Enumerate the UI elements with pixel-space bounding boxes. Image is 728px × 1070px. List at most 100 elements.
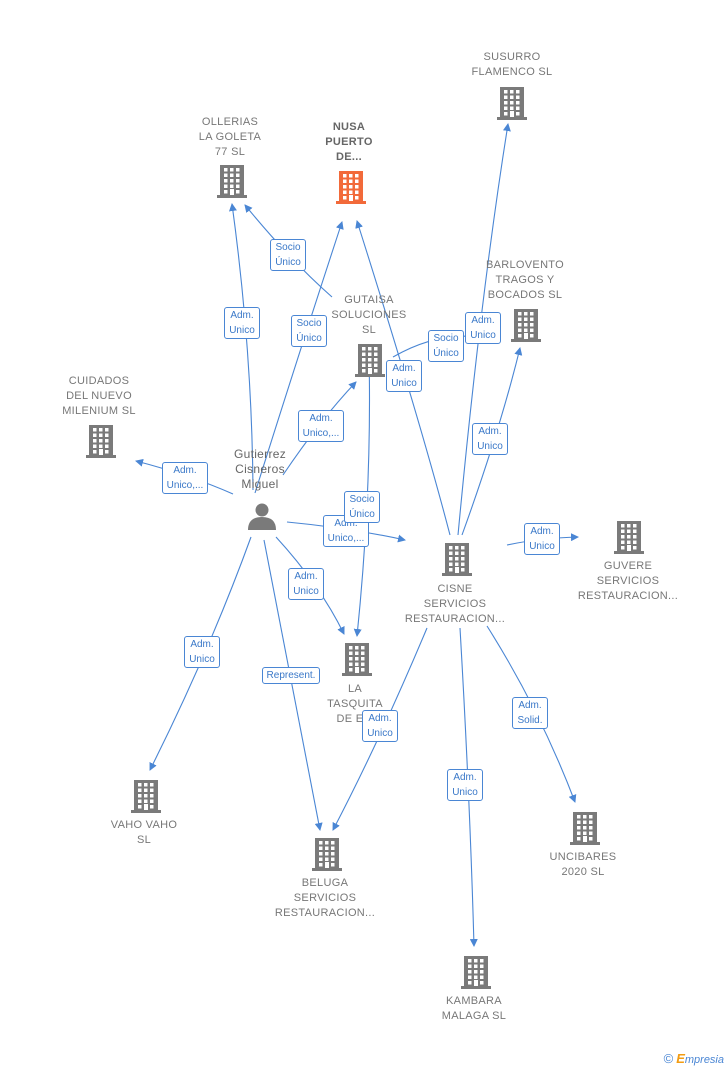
edge-label-line: Unico [470, 330, 496, 341]
building-icon-vaho[interactable] [131, 780, 161, 813]
edge-label-line: Unico,... [166, 480, 204, 491]
edge-label-line: Unico,... [327, 533, 365, 544]
node-label-line: UNCIBARES [549, 851, 617, 863]
building-icon-nusa[interactable] [336, 171, 366, 204]
edge-label-e4[interactable]: Adm. Unico,... [297, 410, 345, 442]
building-icon-ollerias[interactable] [217, 165, 247, 198]
edge-label-line: Único [433, 348, 459, 359]
edge-label-line: Adm. [471, 315, 495, 326]
node-label-uncibares[interactable]: UNCIBARES 2020 SL [518, 850, 648, 880]
edge-label-e15[interactable]: Adm.Unico [524, 523, 560, 555]
node-label-line: 2020 SL [561, 866, 605, 878]
node-label-line: BARLOVENTO [486, 259, 564, 271]
edge-label-line: Adm. [478, 426, 502, 437]
node-label-line: CISNE [437, 583, 473, 595]
node-label-line: OLLERIAS [201, 116, 259, 128]
brand-initial: E [676, 1051, 685, 1066]
edge-label-line: Represent. [266, 669, 316, 681]
edge-label-line: Adm. [334, 518, 358, 529]
copyright-icon: © [663, 1051, 674, 1066]
edge-label-e1[interactable]: Adm. Unico [224, 307, 260, 339]
node-label-line: BOCADOS SL [487, 289, 563, 301]
edge-label-line: Adm. [190, 639, 214, 650]
node-label-line: KAMBARA [446, 995, 502, 1007]
edge-label-e18[interactable]: Adm.Unico [447, 769, 483, 801]
node-label-line: MALAGA SL [441, 1010, 507, 1022]
edge-label-line: Único [349, 509, 375, 520]
edge-label-e10[interactable]: Represent. [261, 666, 321, 684]
edge-label-line: Único [296, 333, 322, 344]
node-label-line: Miguel [241, 477, 279, 491]
node-icons [86, 87, 644, 989]
node-label-kambara[interactable]: KAMBARA MALAGA SL [409, 994, 539, 1024]
building-icon-tasquita[interactable] [342, 643, 372, 676]
edge-line-e1 [228, 203, 254, 491]
building-icon-beluga[interactable] [312, 838, 342, 871]
node-label-line: RESTAURACION... [577, 590, 679, 602]
node-label-susurro[interactable]: SUSURRO FLAMENCO SL [447, 50, 577, 80]
edge-label-line: Único [275, 257, 301, 268]
node-label-beluga[interactable]: BELUGA SERVICIOS RESTAURACION... [260, 876, 390, 921]
node-label-line: TRAGOS Y [495, 274, 555, 286]
edge-label-e5[interactable]: Adm. Unico,... [161, 462, 209, 494]
edge-label-line: Adm. [230, 310, 254, 321]
node-label-line: RESTAURACION... [274, 907, 376, 919]
node-label-line: SERVICIOS [293, 892, 357, 904]
edge-label-line: Socio [296, 318, 322, 329]
edge-label-e16[interactable]: Adm.Unico [362, 710, 398, 742]
node-label-cisne[interactable]: CISNE SERVICIOS RESTAURACION... [390, 582, 520, 627]
node-label-line: FLAMENCO SL [471, 66, 553, 78]
edge-label-e14[interactable]: Adm.Unico [472, 423, 508, 455]
edge-label-line: Unico [229, 325, 255, 336]
brand-name: mpresia [684, 1054, 724, 1066]
edge-line-e3 [254, 221, 344, 494]
edge-label-line: Adm. [309, 413, 333, 424]
building-icon-guvere[interactable] [614, 521, 644, 554]
node-label-line: DEL NUEVO [66, 390, 132, 402]
building-icon-cisne[interactable] [442, 543, 472, 576]
building-icon-susurro[interactable] [497, 87, 527, 120]
edge-label-line: Unico [293, 586, 319, 597]
node-label-line: SUSURRO [483, 51, 541, 63]
edge-label-e11[interactable]: Adm.Unico [386, 360, 422, 392]
building-icon-cuidados[interactable] [86, 425, 116, 458]
edge-label-line: Adm. [294, 571, 318, 582]
edge-label-line: Adm. [173, 465, 197, 476]
building-icon-barlovento[interactable] [511, 309, 541, 342]
building-icon-kambara[interactable] [461, 956, 491, 989]
node-label-line: SL [361, 324, 377, 336]
edge-label-line: Unico [367, 728, 393, 739]
node-label-line: DE... [336, 151, 362, 163]
edge-label-e8[interactable]: Adm. Unico [288, 568, 324, 600]
node-label-line: SERVICIOS [423, 598, 487, 610]
node-label-line: LA GOLETA [198, 131, 262, 143]
building-icon-uncibares[interactable] [570, 812, 600, 845]
node-label-line: RESTAURACION... [404, 613, 506, 625]
person-icon-gutierrez[interactable] [248, 503, 276, 531]
building-icon-gutaisa[interactable] [355, 344, 385, 377]
edge-label-e9[interactable]: Adm.Unico [184, 636, 220, 668]
edge-label-line: Socio [275, 242, 301, 253]
edge-label-e17[interactable]: Adm.Solid. [512, 697, 548, 729]
node-label-barlovento[interactable]: BARLOVENTO TRAGOS Y BOCADOS SL [460, 258, 590, 303]
edge-label-line: Unico,... [302, 428, 340, 439]
node-label-line: LA [347, 683, 363, 695]
node-label-line: SERVICIOS [596, 575, 660, 587]
node-label-line: BELUGA [301, 877, 349, 889]
edge-line-e10 [263, 539, 323, 831]
node-label-line: VAHO VAHO [110, 819, 178, 831]
empresia-brand[interactable]: ©Empresia [664, 1051, 724, 1066]
edge-label-e13[interactable]: Adm. Unico [465, 312, 501, 344]
